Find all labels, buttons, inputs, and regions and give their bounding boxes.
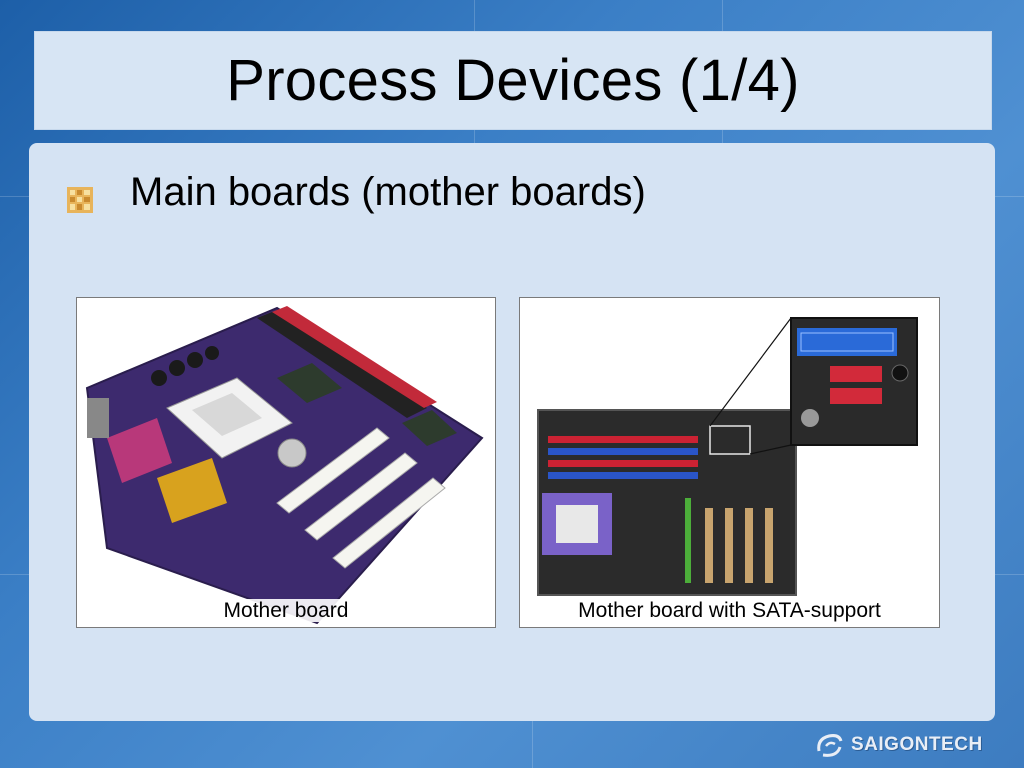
motherboard-photo-frame: Mother board (76, 297, 496, 628)
saigontech-logo: SAIGONTECH (815, 730, 983, 760)
sata-motherboard-photo (537, 317, 918, 596)
logo-text: SAIGONTECH (851, 734, 983, 755)
motherboard-photo (85, 306, 484, 625)
sata-motherboard-photo-frame: Mother board with SATA-support (519, 297, 940, 628)
saigontech-logo-icon (817, 734, 843, 757)
bullet-icon (67, 187, 93, 213)
bullet-main-boards: Main boards (mother boards) (130, 170, 646, 214)
photo-caption: Mother board with SATA-support (574, 599, 885, 622)
photo-caption: Mother board (219, 599, 353, 622)
slide-title: Process Devices (1/4) (226, 48, 800, 113)
title-panel: Process Devices (1/4) (34, 31, 992, 130)
